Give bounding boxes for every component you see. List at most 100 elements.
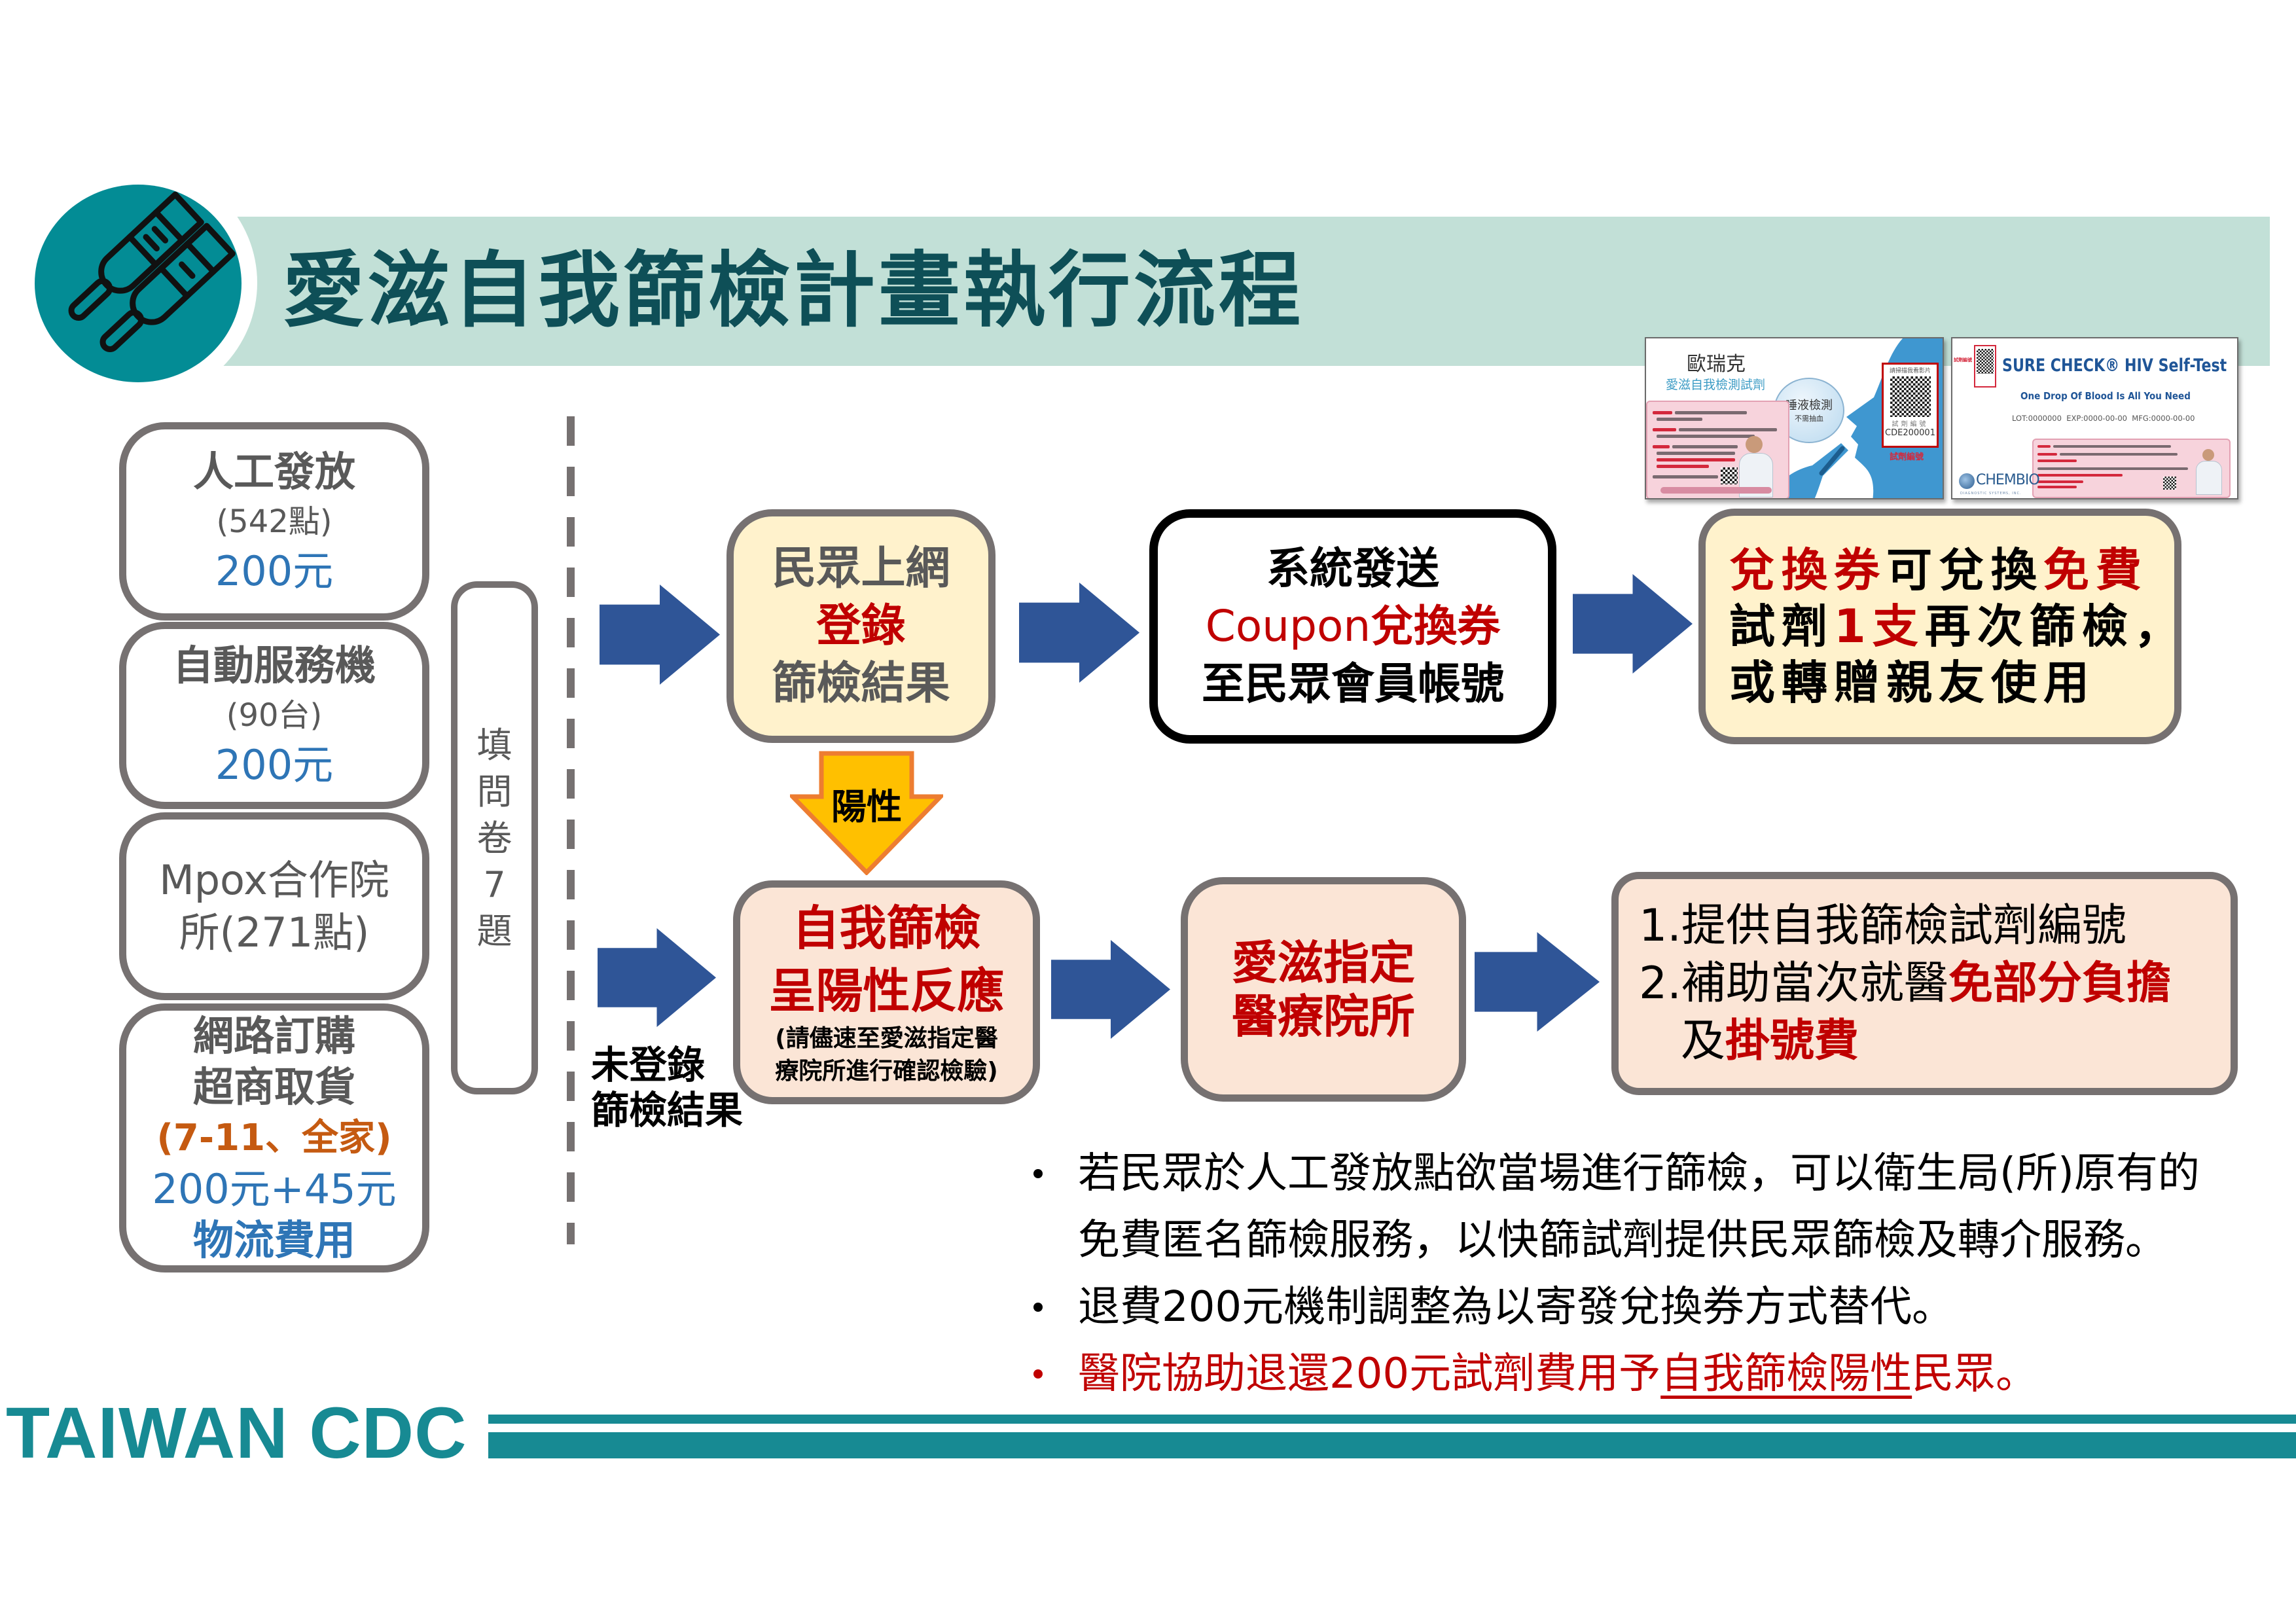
serial-qr-panel: 請掃描我看影片 試劑編號 CDE200001 bbox=[1882, 363, 1939, 448]
note-item: 退費200元機制調整為以寄發兌換券方式替代。 bbox=[1028, 1274, 2200, 1341]
bullet-icon bbox=[1033, 1169, 1043, 1178]
box-line-emphasis: Coupon兌換券 bbox=[1206, 598, 1500, 655]
questionnaire-char: 7 bbox=[483, 863, 506, 905]
lot-info: LOT:0000000 EXP:0000-00-00 MFG:0000-00-0… bbox=[2012, 414, 2195, 423]
questionnaire-char: 卷 bbox=[476, 817, 512, 859]
instruction-text-line bbox=[1653, 445, 1670, 448]
note-item-continued: 免費匿名篩檢服務，以快篩試劑提供民眾篩檢及轉介服務。 bbox=[1028, 1207, 2200, 1274]
arrow-right-icon bbox=[600, 585, 720, 685]
arrow-right-icon bbox=[1051, 940, 1170, 1039]
questionnaire-char: 填 bbox=[476, 724, 512, 766]
maker-logo: CHEMBIO bbox=[1976, 472, 2040, 488]
designated-hospital-box: 愛滋指定 醫療院所 bbox=[1181, 877, 1466, 1102]
instruction-text-line bbox=[2037, 453, 2057, 456]
channel-mpox-box: Mpox合作院 所(271點) bbox=[119, 812, 429, 1000]
channel-kiosk-box: 自動服務機 (90台) 200元 bbox=[119, 622, 429, 809]
test-strip-icon bbox=[99, 223, 236, 352]
instruction-text-line bbox=[1657, 465, 1709, 468]
note-text: 免費匿名篩檢服務，以快篩試劑提供民眾篩檢及轉介服務。 bbox=[1078, 1216, 2167, 1265]
box-line: 愛滋指定 bbox=[1232, 935, 1415, 990]
text-segment: 試劑 bbox=[1729, 600, 1834, 653]
instruction-text-line bbox=[2037, 445, 2051, 448]
voucher-redeem-box: 兌換券可兌換免費 試劑1支再次篩檢， 或轉贈親友使用 bbox=[1698, 509, 2181, 744]
instruction-text-line bbox=[1675, 411, 1747, 414]
box-line: 系統發送 bbox=[1266, 543, 1439, 594]
bubble-subtitle: 不需抽血 bbox=[1795, 414, 1823, 423]
box-note: (請儘速至愛滋指定醫 bbox=[775, 1025, 998, 1052]
channel-name: 人工發放 bbox=[192, 447, 355, 496]
text-emphasis: 掛號費 bbox=[1725, 1015, 1859, 1067]
notes-list: 若民眾於人工發放點欲當場進行篩檢，可以衛生局(所)原有的 免費匿名篩檢服務，以快… bbox=[1028, 1140, 2200, 1407]
coupon-word: Coupon bbox=[1205, 601, 1371, 651]
oraquick-product-card: 歐瑞克 愛滋自我檢測試劑 唾液檢測 不需抽血 請掃描我看影片 bbox=[1645, 337, 1944, 499]
text-emphasis: 兌換券 bbox=[1729, 543, 1886, 597]
instruction-footer-bar bbox=[1660, 487, 1772, 494]
page-title: 愛滋自我篩檢計畫執行流程 bbox=[283, 244, 1304, 338]
channel-price: 200元 bbox=[215, 741, 334, 789]
benefit-item: 2.補助當次就醫免部分負擔 bbox=[1639, 955, 2171, 1013]
channel-detail: (542點) bbox=[216, 503, 332, 540]
qr-code bbox=[1721, 467, 1738, 484]
benefit-item-continued: 及掛號費 bbox=[1639, 1013, 1859, 1070]
unregistered-label: 未登錄 篩檢結果 bbox=[591, 1043, 743, 1133]
arrow-right-icon bbox=[1019, 583, 1139, 683]
instruction-text-line bbox=[1653, 428, 1676, 431]
footer-rule-thick bbox=[488, 1432, 2296, 1458]
text-segment: 2.補助當次就醫 bbox=[1639, 957, 1948, 1009]
instruction-text-line bbox=[2037, 480, 2083, 483]
arrow-right-icon bbox=[598, 928, 716, 1027]
instruction-text-line bbox=[1657, 452, 1735, 455]
box-line: 呈陽性反應 bbox=[768, 964, 1005, 1019]
channel-manual-box: 人工發放 (542點) 200元 bbox=[119, 422, 429, 621]
doctor-avatar bbox=[1746, 436, 1763, 453]
doctor-avatar bbox=[2202, 449, 2214, 461]
product-title: SURE CHECK® HIV Self-Test bbox=[2002, 355, 2227, 376]
channel-price: 200元 bbox=[215, 547, 334, 595]
text-segment: 再次篩檢， bbox=[1924, 600, 2187, 653]
label-line: 未登錄 bbox=[591, 1043, 706, 1087]
note-text: 民眾。 bbox=[1912, 1350, 2038, 1398]
coupon-suffix: 兌換券 bbox=[1371, 601, 1501, 651]
text-emphasis: 免部分負擔 bbox=[1948, 957, 2171, 1009]
arrow-right-icon bbox=[1475, 932, 1600, 1032]
instruction-text-line bbox=[1679, 428, 1777, 431]
serial-number: CDE200001 bbox=[1885, 428, 1935, 438]
instruction-text-line bbox=[2053, 445, 2171, 448]
register-result-box: 民眾上網 登錄 篩檢結果 bbox=[726, 509, 996, 743]
qr-code bbox=[1977, 349, 1994, 374]
questionnaire-box: 填 問 卷 7 題 bbox=[451, 581, 538, 1094]
channel-online-box: 網路訂購 超商取貨 (7-11、全家) 200元+45元 物流費用 bbox=[119, 1003, 429, 1272]
instruction-text-line bbox=[1672, 445, 1738, 448]
note-text: 醫院協助退還200元試劑費用予 bbox=[1078, 1350, 1661, 1398]
qr-tag: 試劑編號 bbox=[1954, 357, 1972, 363]
text-segment: 可兌換 bbox=[1886, 543, 2043, 597]
footer-rule-thin bbox=[488, 1415, 2296, 1424]
instruction-text-line bbox=[1653, 411, 1672, 414]
instruction-text-line bbox=[2037, 460, 2077, 462]
text-segment: 及 bbox=[1681, 1015, 1726, 1067]
instruction-panel bbox=[1646, 401, 1789, 498]
channel-name-line: Mpox合作院 bbox=[159, 856, 389, 904]
arrow-down-icon bbox=[790, 751, 943, 875]
dashed-divider bbox=[567, 416, 575, 1244]
doctor-coat bbox=[2196, 461, 2222, 495]
box-note: 療院所進行確認檢驗) bbox=[775, 1058, 998, 1085]
box-line: 或轉贈親友使用 bbox=[1729, 656, 2096, 710]
test-strip-icon bbox=[68, 191, 204, 321]
instruction-text-line bbox=[1657, 418, 1702, 421]
product-subtitle: 愛滋自我檢測試劑 bbox=[1666, 378, 1766, 392]
instruction-panel bbox=[2032, 439, 2231, 498]
channel-price-note: 物流費用 bbox=[192, 1216, 355, 1264]
positive-arrow-label: 陽性 bbox=[831, 786, 902, 827]
arrow-right-icon bbox=[1573, 574, 1693, 674]
instruction-text-line bbox=[2060, 453, 2178, 456]
channel-name-line: 超商取貨 bbox=[192, 1062, 355, 1111]
questionnaire-char: 問 bbox=[476, 770, 512, 812]
channel-stores: (7-11、全家) bbox=[156, 1116, 392, 1159]
note-text: 退費200元機制調整為以寄發兌換券方式替代。 bbox=[1078, 1283, 1954, 1331]
system-coupon-box: 系統發送 Coupon兌換券 至民眾會員帳號 bbox=[1149, 509, 1556, 744]
box-line: 民眾上網 bbox=[772, 542, 950, 594]
maker-subtitle: DIAGNOSTIC SYSTEMS, INC. bbox=[1960, 492, 2022, 496]
chembio-globe-icon bbox=[1959, 473, 1975, 489]
note-item: 若民眾於人工發放點欲當場進行篩檢，可以衛生局(所)原有的 bbox=[1028, 1140, 2200, 1207]
